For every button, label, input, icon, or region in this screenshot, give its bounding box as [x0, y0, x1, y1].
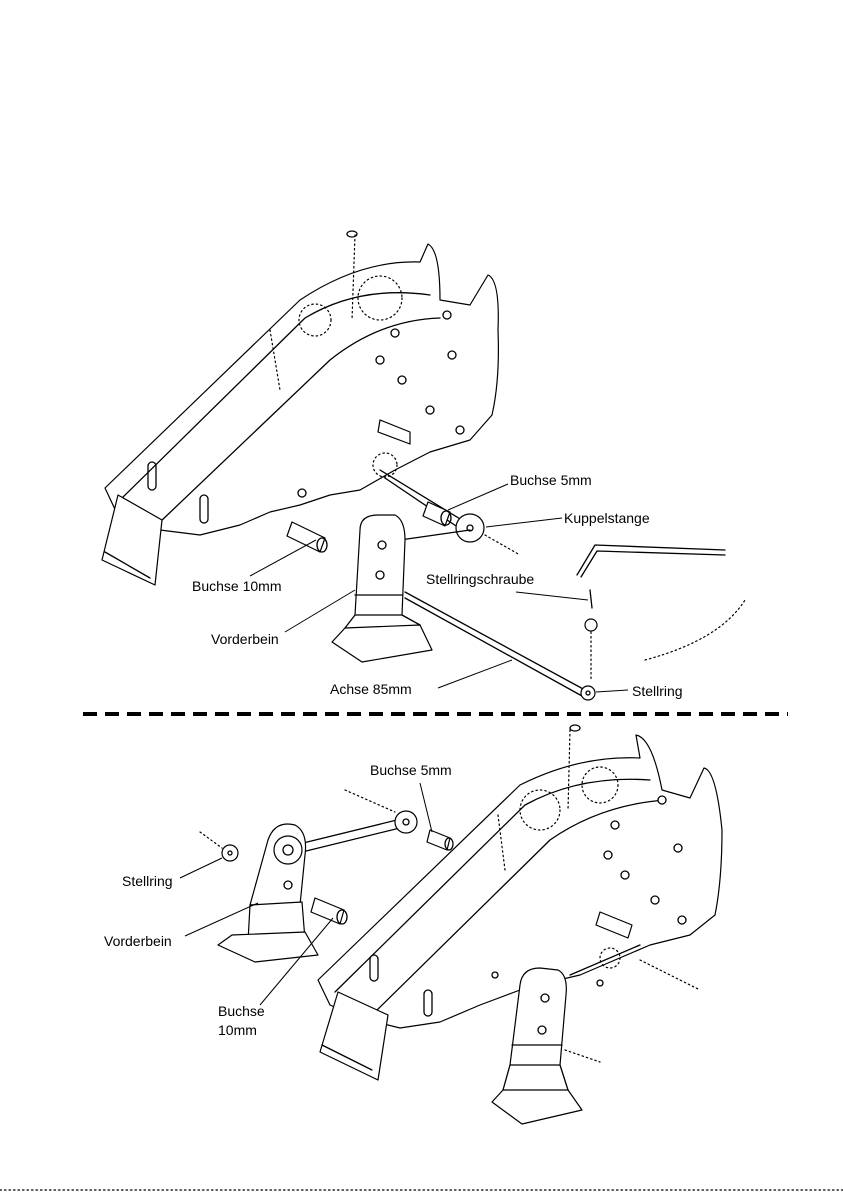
- label-buchse-10mm-top: Buchse 10mm: [192, 578, 281, 594]
- top-buchse-10mm-part: [287, 522, 327, 552]
- leader-vorderbein-top: [285, 590, 355, 632]
- label-10mm-bottom: 10mm: [218, 1022, 257, 1038]
- bottom-kuppelstange-part: [295, 790, 417, 853]
- leader-stellring-bottom: [180, 858, 222, 878]
- leader-stellring-top: [596, 690, 628, 692]
- label-buchse-5mm-top: Buchse 5mm: [510, 472, 592, 488]
- label-buchse-bottom: Buchse: [218, 1003, 265, 1019]
- label-kuppelstange-top: Kuppelstange: [564, 510, 650, 526]
- label-vorderbein-bottom: Vorderbein: [104, 933, 172, 949]
- leader-vorderbein-bottom: [185, 903, 258, 936]
- leader-buchse-5mm-bottom: [420, 783, 432, 832]
- leader-achse-85mm-top: [438, 660, 512, 688]
- label-stellring-bottom: Stellring: [122, 873, 173, 889]
- bottom-stellring-part: [200, 832, 238, 861]
- bottom-assembly: Buchse 5mm Stellring Vorderbein Buchse 1…: [104, 725, 722, 1124]
- top-stellringschraube-part: [577, 545, 745, 680]
- leader-kuppelstange-top: [486, 518, 562, 527]
- top-achse-85mm-part: [405, 592, 595, 700]
- leader-stellringschraube-top: [516, 592, 588, 600]
- leader-buchse-10mm-top: [250, 540, 316, 576]
- label-vorderbein-top: Vorderbein: [211, 631, 279, 647]
- bottom-vorderbein-part: [218, 824, 318, 962]
- label-achse-85mm-top: Achse 85mm: [330, 681, 412, 697]
- bottom-buchse-5mm-part: [427, 830, 453, 850]
- label-stellring-top: Stellring: [632, 683, 683, 699]
- label-stellringschraube-top: Stellringschraube: [426, 571, 534, 587]
- top-assembly: Buchse 5mm Kuppelstange Stellringschraub…: [102, 231, 745, 700]
- bottom-buchse-10mm-part: [311, 898, 347, 924]
- label-buchse-5mm-bottom: Buchse 5mm: [370, 762, 452, 778]
- leader-buchse-5mm-top: [448, 484, 508, 510]
